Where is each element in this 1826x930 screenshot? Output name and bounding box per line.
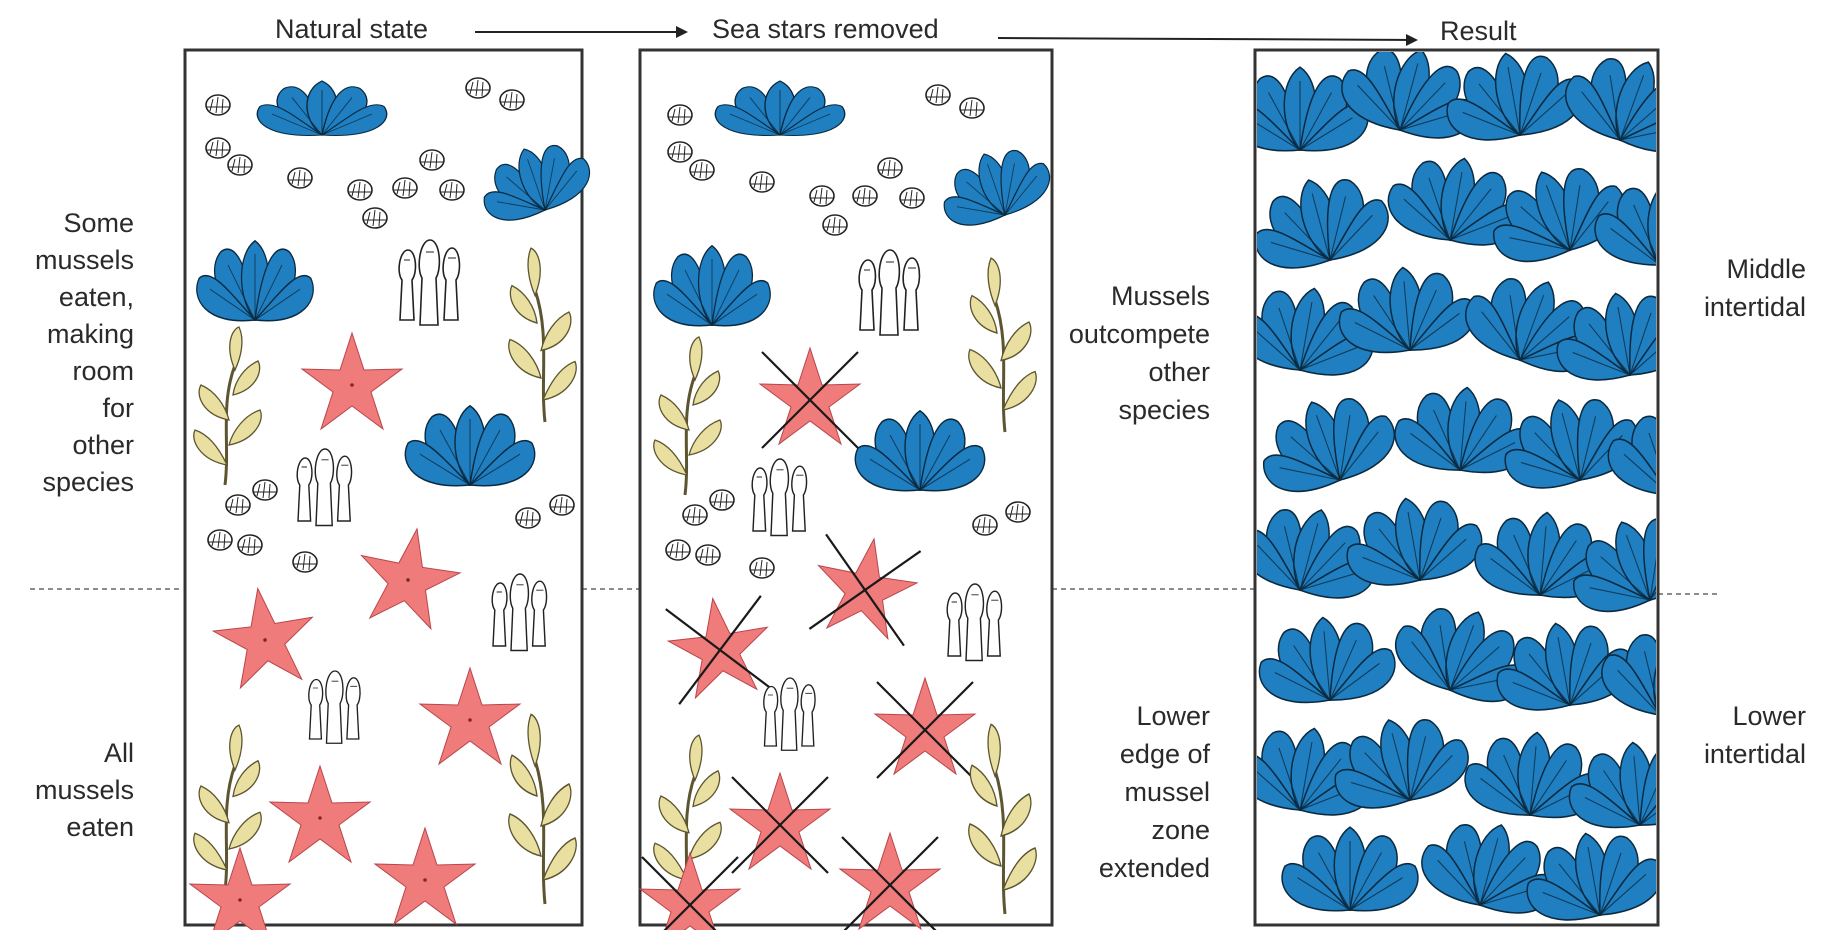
panel-sea-stars-removed <box>640 50 1057 930</box>
barnacle-icon <box>666 540 690 560</box>
barnacle-icon <box>900 188 924 208</box>
left-upper-line-8: species <box>42 467 134 497</box>
barnacle-icon <box>420 150 444 170</box>
barnacle-icon <box>690 160 714 180</box>
barnacle-icon <box>516 508 540 528</box>
barnacle-icon <box>853 186 877 206</box>
middle-lower-line-2: edge of <box>1120 739 1211 769</box>
anemone-icon <box>309 671 360 743</box>
barnacle-icon <box>1006 502 1030 522</box>
barnacle-icon <box>810 186 834 206</box>
right-upper-line-1: Middle <box>1726 254 1806 284</box>
barnacle-icon <box>226 495 250 515</box>
middle-lower-line-5: extended <box>1099 853 1210 883</box>
left-lower-line-1: All <box>104 738 134 768</box>
barnacle-icon <box>348 180 372 200</box>
left-upper-line-5: room <box>72 356 134 386</box>
left-lower-line-3: eaten <box>66 812 134 842</box>
middle-upper-line-2: outcompete <box>1069 319 1210 349</box>
barnacle-icon <box>960 98 984 118</box>
barnacle-icon <box>668 142 692 162</box>
header-result: Result <box>1440 16 1517 46</box>
right-lower-line-2: intertidal <box>1704 739 1806 769</box>
left-upper-line-3: eaten, <box>59 282 134 312</box>
barnacle-icon <box>926 85 950 105</box>
barnacle-icon <box>466 78 490 98</box>
panel-natural-state <box>185 50 597 930</box>
barnacle-icon <box>206 95 230 115</box>
anemone-icon <box>764 678 815 750</box>
barnacle-icon <box>253 480 277 500</box>
arrow-2-head <box>1406 34 1418 46</box>
barnacle-icon <box>696 545 720 565</box>
barnacle-icon <box>500 90 524 110</box>
left-upper-line-1: Some <box>63 208 134 238</box>
anemone-icon <box>947 584 1001 661</box>
barnacle-icon <box>393 178 417 198</box>
middle-upper-line-1: Mussels <box>1111 281 1210 311</box>
left-upper-line-6: for <box>102 393 134 423</box>
anemone-icon <box>399 240 459 325</box>
left-upper-line-2: mussels <box>35 245 134 275</box>
label-left-lower: All mussels eaten <box>35 738 134 842</box>
middle-lower-line-3: mussel <box>1124 777 1210 807</box>
left-upper-line-4: making <box>47 319 134 349</box>
barnacle-icon <box>973 515 997 535</box>
barnacle-icon <box>293 552 317 572</box>
barnacle-icon <box>878 158 902 178</box>
label-left-upper: Some mussels eaten, making room for othe… <box>35 208 134 497</box>
panel-result <box>1232 32 1751 927</box>
left-lower-line-2: mussels <box>35 775 134 805</box>
barnacle-icon <box>206 138 230 158</box>
middle-upper-line-3: other <box>1148 357 1210 387</box>
barnacle-icon <box>208 530 232 550</box>
barnacle-icon <box>750 558 774 578</box>
middle-lower-line-4: zone <box>1151 815 1210 845</box>
barnacle-icon <box>238 535 262 555</box>
barnacle-icon <box>550 495 574 515</box>
anemone-icon <box>752 459 806 536</box>
middle-lower-line-1: Lower <box>1136 701 1210 731</box>
barnacle-icon <box>228 155 252 175</box>
anemone-icon <box>492 574 546 651</box>
arrow-1-head <box>676 26 688 38</box>
label-right-lower: Lower intertidal <box>1704 701 1806 769</box>
label-right-upper: Middle intertidal <box>1704 254 1806 322</box>
arrow-2 <box>998 38 1415 40</box>
left-upper-line-7: other <box>72 430 134 460</box>
anemone-icon <box>297 449 351 526</box>
header-sea-stars-removed: Sea stars removed <box>712 14 939 44</box>
label-middle-lower: Lower edge of mussel zone extended <box>1099 701 1211 883</box>
header-natural-state: Natural state <box>275 14 428 44</box>
anemone-icon <box>859 250 919 335</box>
right-upper-line-2: intertidal <box>1704 292 1806 322</box>
barnacle-icon <box>668 105 692 125</box>
right-lower-line-1: Lower <box>1732 701 1806 731</box>
middle-upper-line-4: species <box>1118 395 1210 425</box>
barnacle-icon <box>823 215 847 235</box>
barnacle-icon <box>288 168 312 188</box>
barnacle-icon <box>750 172 774 192</box>
barnacle-icon <box>440 180 464 200</box>
barnacle-icon <box>683 505 707 525</box>
label-middle-upper: Mussels outcompete other species <box>1069 281 1210 425</box>
barnacle-icon <box>363 208 387 228</box>
barnacle-icon <box>710 490 734 510</box>
